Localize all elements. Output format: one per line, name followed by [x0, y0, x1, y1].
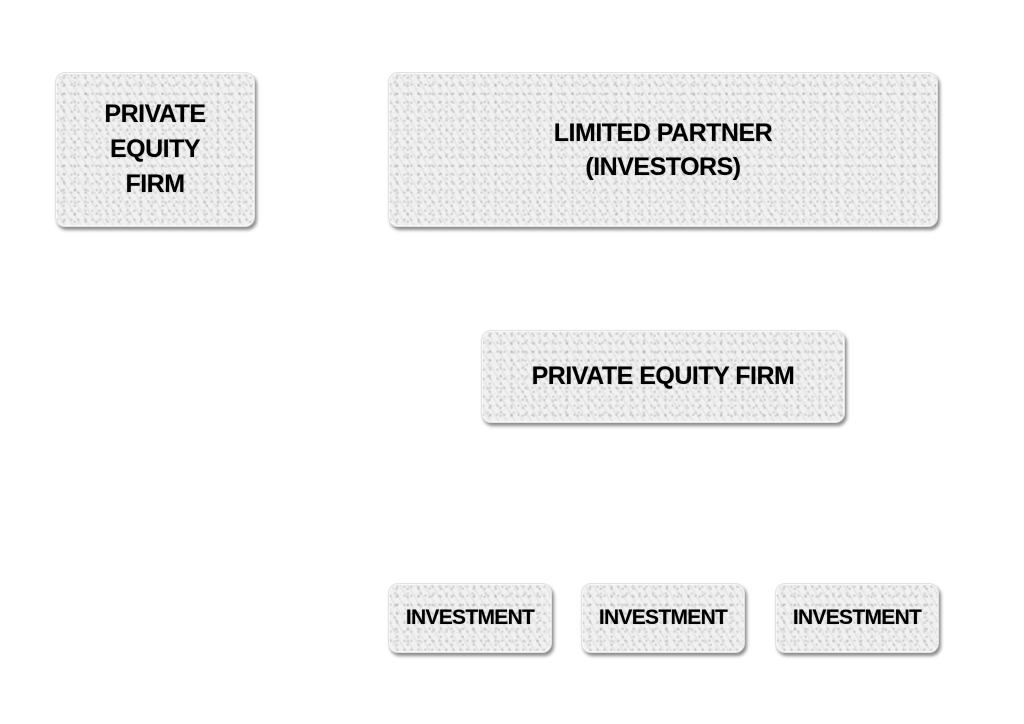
private-equity-firm-box-left: PRIVATE EQUITY FIRM	[55, 72, 255, 227]
private-equity-firm-label-center: PRIVATE EQUITY FIRM	[531, 362, 795, 391]
investment-box-3: INVESTMENT	[775, 583, 939, 653]
investment-label-2: INVESTMENT	[598, 606, 728, 630]
investment-label-1: INVESTMENT	[405, 606, 535, 630]
private-equity-firm-box-center: PRIVATE EQUITY FIRM	[481, 330, 845, 423]
investment-box-1: INVESTMENT	[388, 583, 552, 653]
limited-partner-box: LIMITED PARTNER (INVESTORS)	[388, 72, 938, 227]
limited-partner-label: LIMITED PARTNER (INVESTORS)	[553, 118, 773, 181]
investment-label-3: INVESTMENT	[792, 606, 922, 630]
private-equity-firm-label-left: PRIVATE EQUITY FIRM	[104, 100, 206, 198]
investment-box-2: INVESTMENT	[581, 583, 745, 653]
